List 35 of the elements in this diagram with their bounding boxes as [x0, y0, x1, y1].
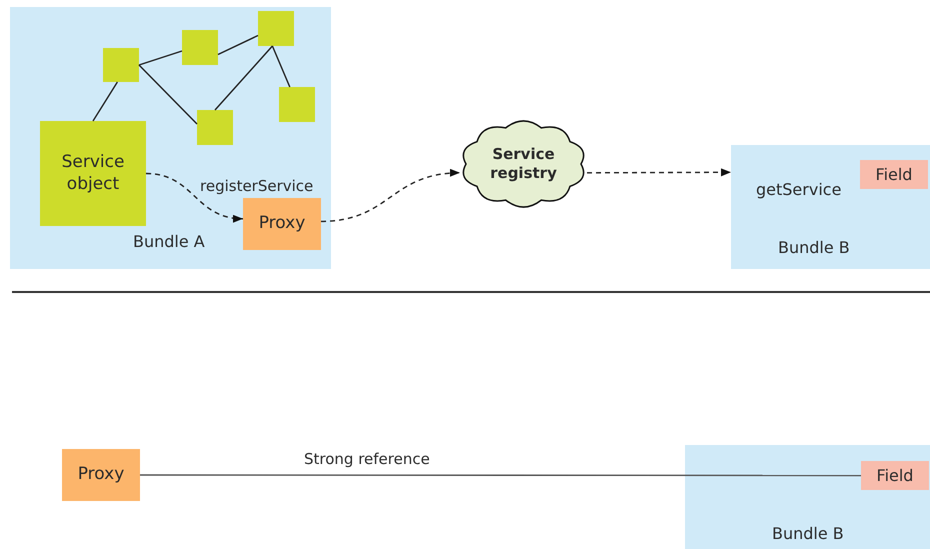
arrow: [146, 172, 244, 222]
edge-label: Strong reference: [302, 450, 432, 468]
connector-line: [138, 64, 198, 124]
connector-line: [92, 82, 118, 122]
component-square: [103, 48, 139, 82]
node-label: Service object: [60, 152, 126, 195]
bundle-panel: [10, 7, 331, 269]
bundle-label: Bundle B: [772, 524, 844, 544]
proxy-box: [62, 449, 140, 501]
node-label: Proxy: [78, 464, 124, 486]
field-box: [860, 160, 928, 189]
node-label: Field: [876, 466, 914, 486]
connector-line: [138, 50, 182, 66]
bundle-panel: [731, 145, 930, 269]
component-square: [182, 30, 218, 65]
bundle-label: Bundle B: [778, 238, 850, 258]
method-label: getService: [756, 180, 842, 199]
connector-line: [214, 46, 273, 110]
edge-label: registerService: [198, 177, 316, 195]
component-square: [258, 11, 294, 46]
connector-line: [140, 474, 861, 476]
service-object-box: [40, 121, 146, 226]
component-square: [279, 87, 315, 122]
arrow: [587, 168, 731, 176]
node-label: Field: [876, 164, 912, 184]
connector-line: [218, 34, 258, 56]
bundle-panel: [685, 445, 930, 549]
proxy-box: [243, 198, 321, 250]
arrow: [320, 169, 460, 222]
field-box: [861, 461, 929, 490]
node-label: Proxy: [258, 213, 306, 235]
bundle-label: Bundle A: [133, 232, 205, 252]
component-square: [197, 110, 233, 145]
connector-line: [272, 46, 290, 88]
node-label: Service registry: [489, 145, 558, 183]
